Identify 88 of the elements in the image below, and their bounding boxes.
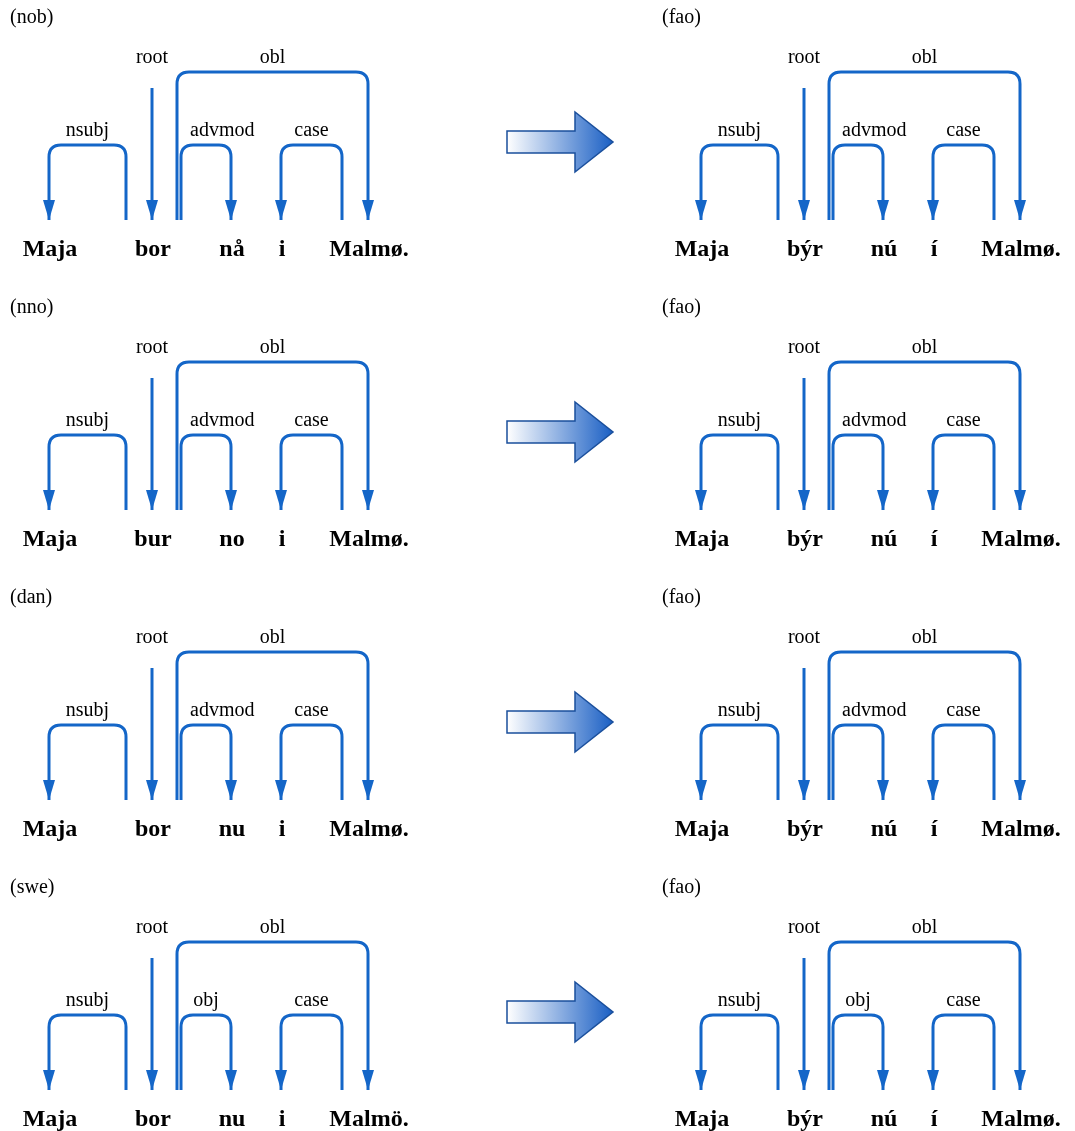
word: no bbox=[206, 510, 258, 552]
dependency-arrow bbox=[43, 723, 128, 800]
word: bor bbox=[125, 800, 181, 842]
dependency-arrow bbox=[927, 723, 996, 800]
language-tag: (fao) bbox=[662, 586, 701, 606]
dependency-arrow bbox=[175, 940, 374, 1090]
word: nu bbox=[206, 1090, 258, 1131]
word: Malmö. bbox=[319, 1090, 419, 1131]
word: í bbox=[914, 220, 954, 262]
word: Malmø. bbox=[319, 220, 419, 262]
word: Maja bbox=[671, 510, 733, 552]
word: i bbox=[262, 1090, 302, 1131]
word: Malmø. bbox=[971, 510, 1071, 552]
dependency-arrow bbox=[275, 433, 344, 510]
language-tag: (nno) bbox=[10, 296, 54, 316]
word: bor bbox=[125, 220, 181, 262]
dependency-arrow bbox=[146, 668, 158, 800]
dependency-arrow bbox=[275, 723, 344, 800]
word: Malmø. bbox=[971, 1090, 1071, 1131]
word: i bbox=[262, 220, 302, 262]
word: Malmø. bbox=[319, 800, 419, 842]
word: í bbox=[914, 1090, 954, 1131]
word: i bbox=[262, 800, 302, 842]
dependency-arrow bbox=[695, 723, 780, 800]
word: nú bbox=[858, 1090, 910, 1131]
word: býr bbox=[777, 510, 833, 552]
word: Maja bbox=[19, 220, 81, 262]
language-tag: (fao) bbox=[662, 296, 701, 316]
dependency-arrow bbox=[146, 958, 158, 1090]
dependency-arrow bbox=[179, 433, 237, 510]
language-tag: (swe) bbox=[10, 876, 55, 896]
word: býr bbox=[777, 220, 833, 262]
word: Maja bbox=[19, 1090, 81, 1131]
dependency-arrow bbox=[827, 360, 1026, 510]
word: bor bbox=[125, 1090, 181, 1131]
word: Malmø. bbox=[971, 800, 1071, 842]
dependency-arrow bbox=[827, 650, 1026, 800]
word: Maja bbox=[671, 220, 733, 262]
dependency-arrow bbox=[43, 433, 128, 510]
word: nu bbox=[206, 800, 258, 842]
dependency-arrow bbox=[827, 940, 1026, 1090]
word: i bbox=[262, 510, 302, 552]
dependency-arrow bbox=[831, 433, 889, 510]
dependency-arrow bbox=[827, 70, 1026, 220]
dependency-arrow bbox=[175, 70, 374, 220]
word: í bbox=[914, 510, 954, 552]
word: Maja bbox=[19, 510, 81, 552]
language-tag: (fao) bbox=[662, 876, 701, 896]
dependency-arrow bbox=[798, 668, 810, 800]
dependency-arrow bbox=[695, 1013, 780, 1090]
dependency-arrow bbox=[831, 143, 889, 220]
dependency-arrow bbox=[798, 378, 810, 510]
dependency-arrow bbox=[146, 88, 158, 220]
dependency-arrow bbox=[175, 360, 374, 510]
language-tag: (fao) bbox=[662, 6, 701, 26]
dependency-arrow bbox=[179, 723, 237, 800]
word: bur bbox=[125, 510, 181, 552]
word: nå bbox=[206, 220, 258, 262]
word: í bbox=[914, 800, 954, 842]
dependency-arrow bbox=[43, 1013, 128, 1090]
word: nú bbox=[858, 800, 910, 842]
dependency-arrow bbox=[695, 433, 780, 510]
dependency-arrow bbox=[275, 143, 344, 220]
dependency-arrow bbox=[798, 88, 810, 220]
dependency-arrow bbox=[179, 143, 237, 220]
dependency-arrow bbox=[175, 650, 374, 800]
dependency-arrow bbox=[927, 433, 996, 510]
dependency-arrow bbox=[927, 143, 996, 220]
word: nú bbox=[858, 220, 910, 262]
language-tag: (dan) bbox=[10, 586, 53, 606]
word: Maja bbox=[671, 800, 733, 842]
word: Malmø. bbox=[971, 220, 1071, 262]
language-tag: (nob) bbox=[10, 6, 54, 26]
dependency-arrow bbox=[43, 143, 128, 220]
word: Maja bbox=[671, 1090, 733, 1131]
dependency-arrow bbox=[275, 1013, 344, 1090]
dependency-arrow bbox=[831, 1013, 889, 1090]
word: Maja bbox=[19, 800, 81, 842]
dependency-arrow bbox=[927, 1013, 996, 1090]
word: Malmø. bbox=[319, 510, 419, 552]
dependency-arrow bbox=[831, 723, 889, 800]
word: býr bbox=[777, 1090, 833, 1131]
word: nú bbox=[858, 510, 910, 552]
dependency-arrow bbox=[798, 958, 810, 1090]
dependency-arrow bbox=[179, 1013, 237, 1090]
dependency-arrow bbox=[146, 378, 158, 510]
dependency-arrow bbox=[695, 143, 780, 220]
word: býr bbox=[777, 800, 833, 842]
